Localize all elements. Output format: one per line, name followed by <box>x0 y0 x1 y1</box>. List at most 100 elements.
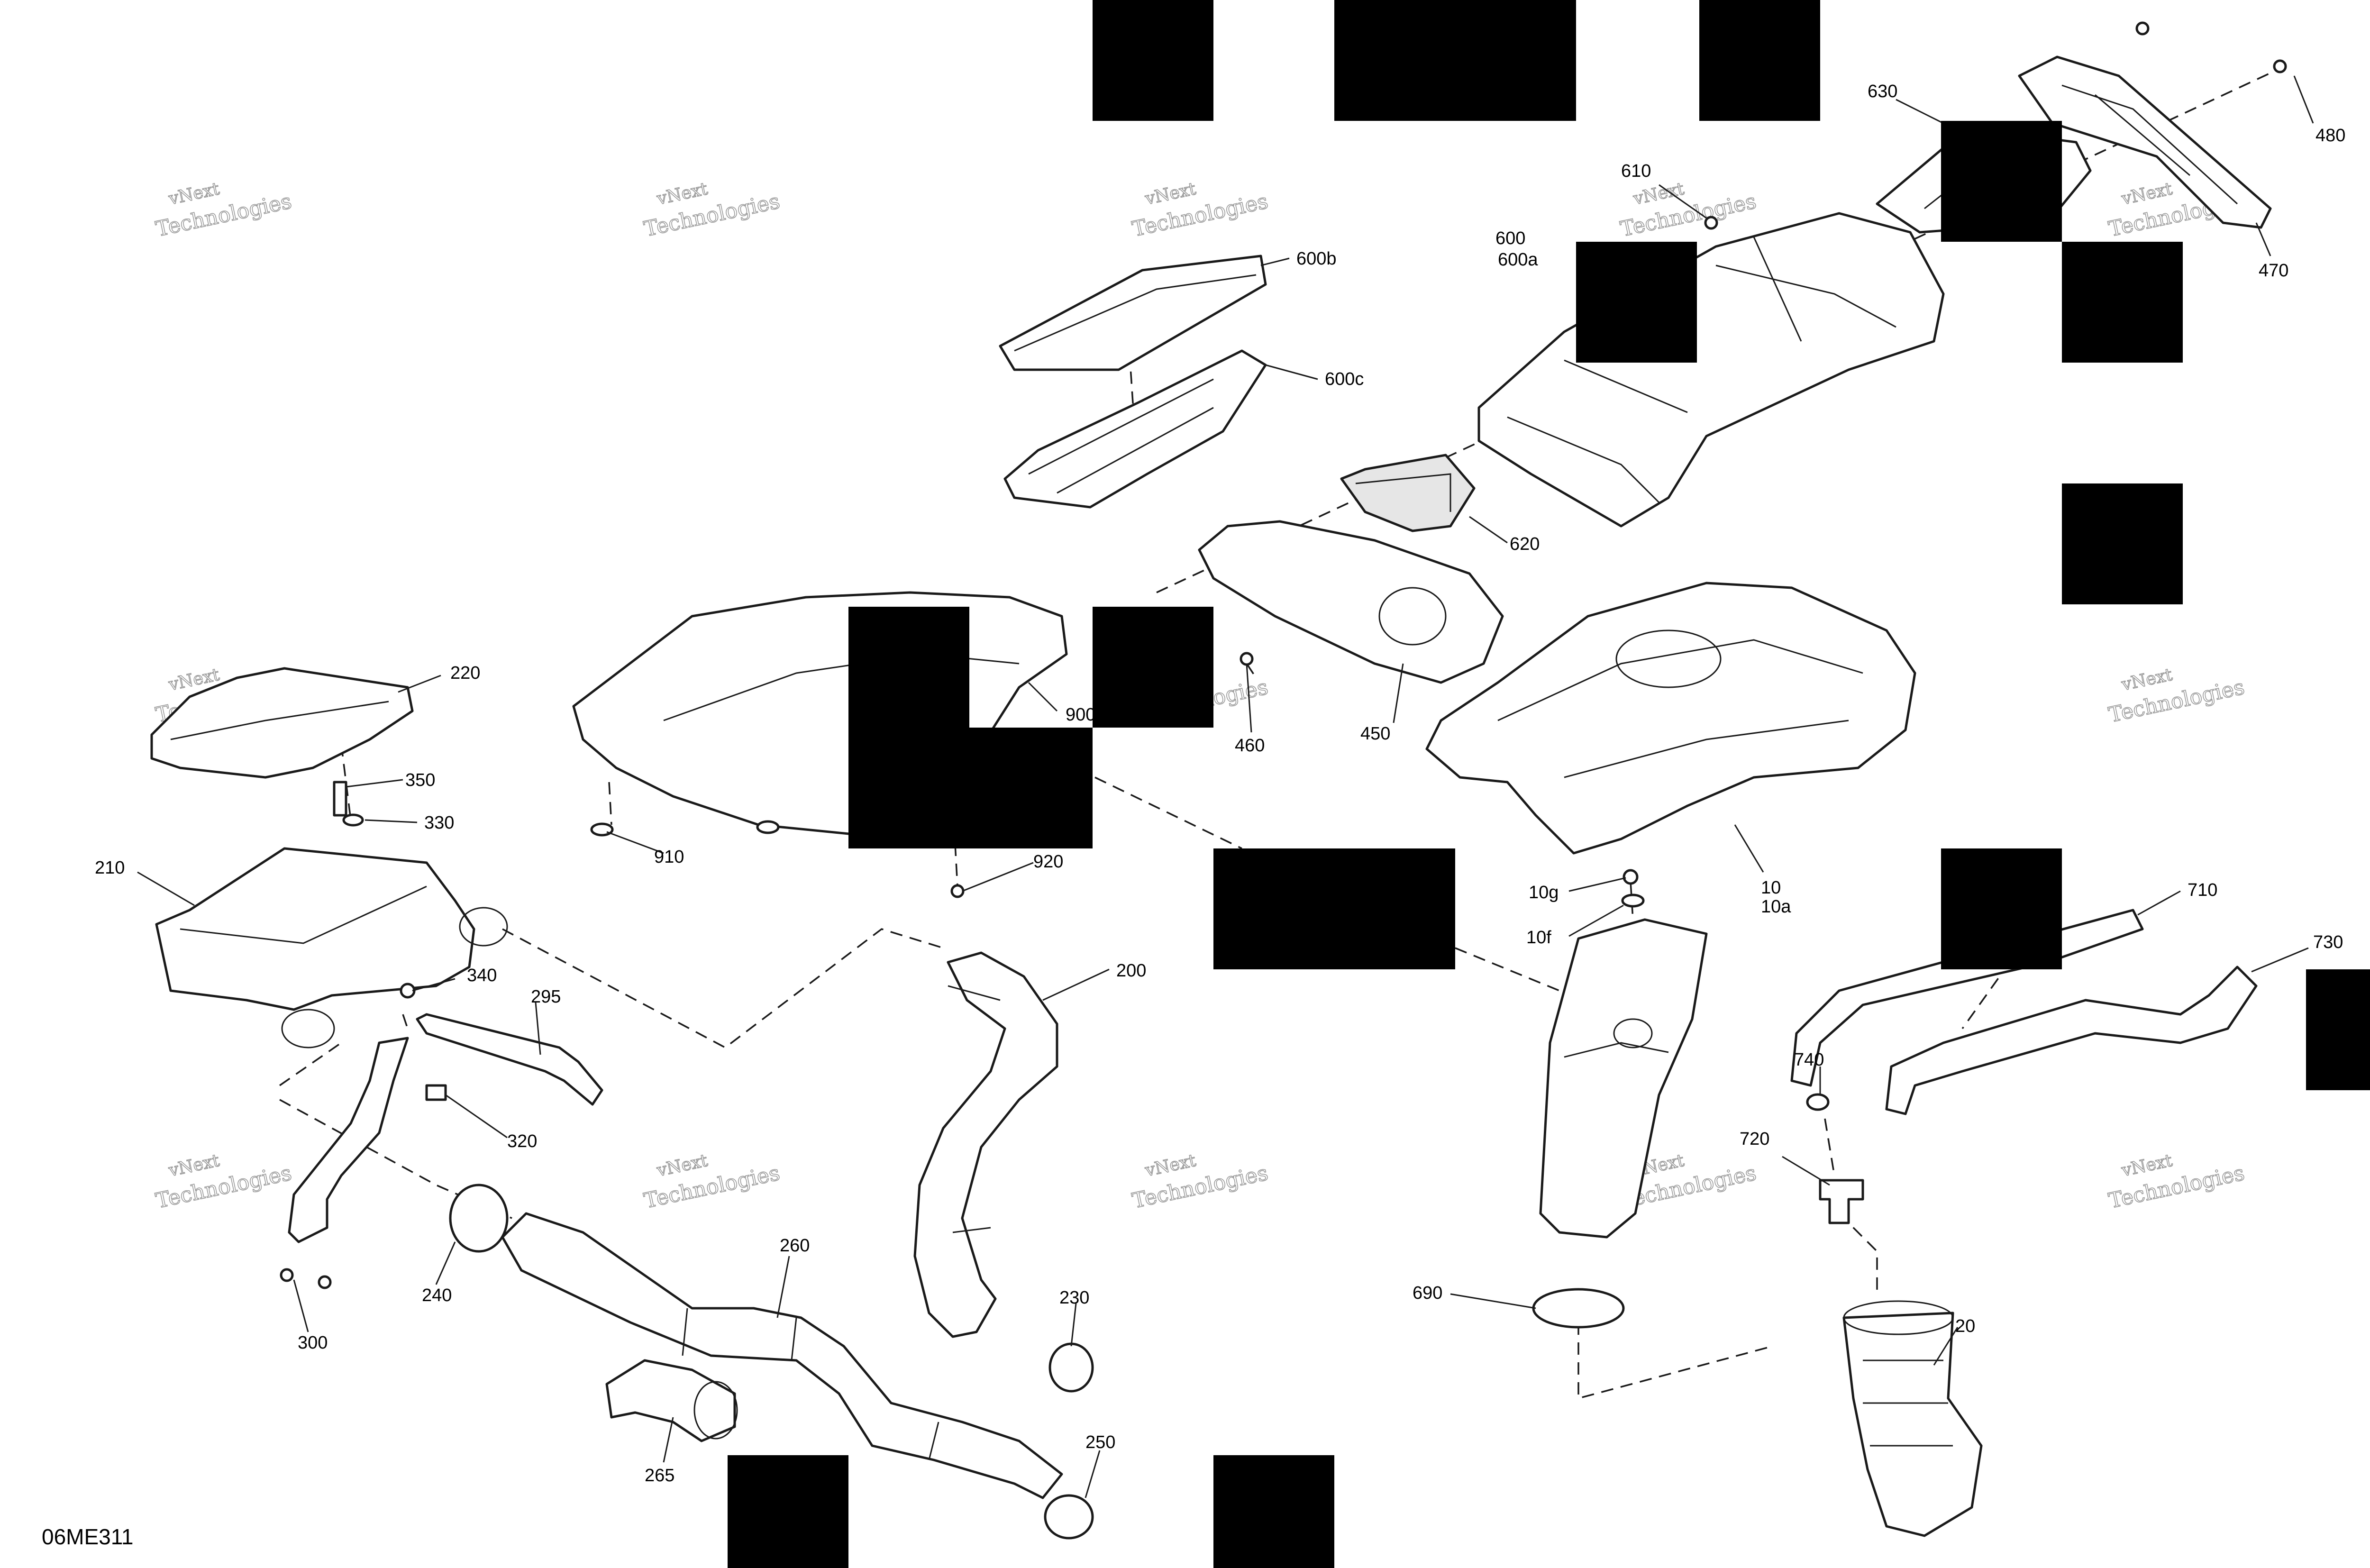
callout-240: 240 <box>422 1285 452 1305</box>
svg-text:vNext: vNext <box>2119 179 2174 209</box>
part-450-gasket <box>1198 520 1504 684</box>
callout-630: 630 <box>1868 82 1897 101</box>
callout-480: 480 <box>2315 126 2345 146</box>
callout-295: 295 <box>531 987 561 1007</box>
callout-210: 210 <box>95 858 125 878</box>
callout-10: 10 <box>1761 878 1781 898</box>
callout-600b: 600b <box>1296 249 1337 269</box>
svg-text:vNext: vNext <box>2119 665 2174 695</box>
part-230-clamp <box>1048 1342 1094 1393</box>
svg-text:vNext: vNext <box>166 179 221 209</box>
svg-text:vNext: vNext <box>1143 1151 1198 1181</box>
callout-690: 690 <box>1413 1283 1442 1303</box>
svg-text:vNext: vNext <box>655 179 710 209</box>
redaction-block <box>1699 0 1820 121</box>
part-200-hose <box>913 951 1058 1338</box>
redaction-block <box>1213 1455 1334 1568</box>
part-910-washers <box>590 820 780 837</box>
redaction-block <box>1941 848 2062 969</box>
watermark: vNext Technologies <box>2106 665 2247 728</box>
callout-600: 600 <box>1495 228 1525 248</box>
redaction-block <box>1093 0 1213 121</box>
callout-910: 910 <box>654 847 684 867</box>
callout-600c: 600c <box>1325 369 1364 389</box>
callout-900: 900 <box>1066 705 1095 725</box>
redaction-block <box>728 1455 848 1568</box>
svg-text:vNext: vNext <box>166 1151 221 1181</box>
callout-710: 710 <box>2188 880 2217 900</box>
watermark: vNext Technologies <box>153 179 294 242</box>
part-10-airbox-outlet <box>1539 918 1708 1239</box>
part-720-t-fitting <box>1819 1179 1864 1224</box>
part-690-clamp <box>1532 1288 1625 1329</box>
part-610-fastener <box>1704 216 1718 230</box>
part-740-clamp <box>1806 1093 1830 1111</box>
part-600c-filter-frame <box>1003 349 1267 509</box>
svg-text:vNext: vNext <box>1631 179 1686 209</box>
part-460-screw <box>1240 652 1254 666</box>
callout-220: 220 <box>450 663 480 683</box>
callout-10a: 10a <box>1761 897 1791 917</box>
callout-350: 350 <box>405 770 435 790</box>
callout-620: 620 <box>1510 534 1540 554</box>
callout-300: 300 <box>298 1333 328 1353</box>
part-340-nut <box>400 983 416 999</box>
callout-720: 720 <box>1740 1129 1769 1149</box>
svg-text:vNext: vNext <box>2119 1151 2174 1181</box>
redaction-block <box>2062 483 2183 604</box>
callout-450: 450 <box>1360 724 1390 744</box>
part-260-hose <box>501 1212 1063 1499</box>
watermark: vNext Technologies <box>2106 1150 2247 1213</box>
part-920-fastener <box>950 884 965 898</box>
redaction-block <box>2062 242 2183 363</box>
part-10-airbox-base <box>1425 582 1916 855</box>
parts <box>150 21 2287 1540</box>
part-10f-washer <box>1621 893 1645 908</box>
watermark: vNext Technologies <box>1130 1150 1270 1213</box>
watermark: vNext Technologies <box>1130 179 1270 242</box>
part-330-washer <box>342 813 364 827</box>
redaction-block <box>1334 0 1576 121</box>
part-20-intake-screen <box>1842 1300 1983 1537</box>
callout-260: 260 <box>780 1236 810 1256</box>
part-300-screw <box>280 1268 294 1282</box>
callout-200: 200 <box>1116 961 1146 981</box>
part-295-bracket <box>416 1013 603 1106</box>
part-620-filter-element <box>1340 454 1476 532</box>
svg-text:vNext: vNext <box>1143 179 1198 209</box>
redaction-block <box>1093 607 1213 728</box>
watermark: vNext Technologies <box>153 1150 294 1213</box>
redaction-block <box>1941 121 2062 242</box>
part-265-elbow <box>605 1359 738 1442</box>
callout-600a: 600a <box>1498 250 1538 270</box>
redaction-block <box>1213 848 1455 969</box>
callout-330: 330 <box>424 813 454 833</box>
part-320-clip <box>425 1084 447 1101</box>
callout-320: 320 <box>507 1131 537 1151</box>
callout-740: 740 <box>1794 1050 1824 1070</box>
callout-10g: 10g <box>1529 883 1559 903</box>
redaction-block <box>1576 242 1697 363</box>
callout-460: 460 <box>1235 736 1265 756</box>
part-480-screws <box>2135 21 2287 73</box>
part-240-clamp <box>449 1184 509 1253</box>
part-220-top-cover <box>150 667 414 779</box>
watermark: vNext Technologies <box>641 179 782 242</box>
part-210-intercooler <box>155 847 508 1048</box>
callout-230: 230 <box>1059 1288 1089 1308</box>
redaction-blocks <box>728 0 2370 1568</box>
part-10g-nut <box>1623 869 1639 885</box>
part-600-airbox-housing <box>1477 212 1945 528</box>
callout-340: 340 <box>467 966 497 985</box>
part-300-support-bracket <box>288 1037 409 1243</box>
callouts: 480 630 470 610 600 600a 600b 600c 620 4… <box>95 82 2345 1486</box>
part-600b-filter-cover <box>999 255 1267 371</box>
watermark: vNext Technologies <box>641 1150 782 1213</box>
callout-20: 20 <box>1955 1316 1975 1336</box>
callout-920: 920 <box>1033 852 1063 872</box>
part-250-clamp <box>1044 1494 1094 1540</box>
callout-250: 250 <box>1085 1432 1115 1452</box>
diagram-code: 06ME311 <box>42 1524 134 1549</box>
redaction-block <box>848 607 969 728</box>
